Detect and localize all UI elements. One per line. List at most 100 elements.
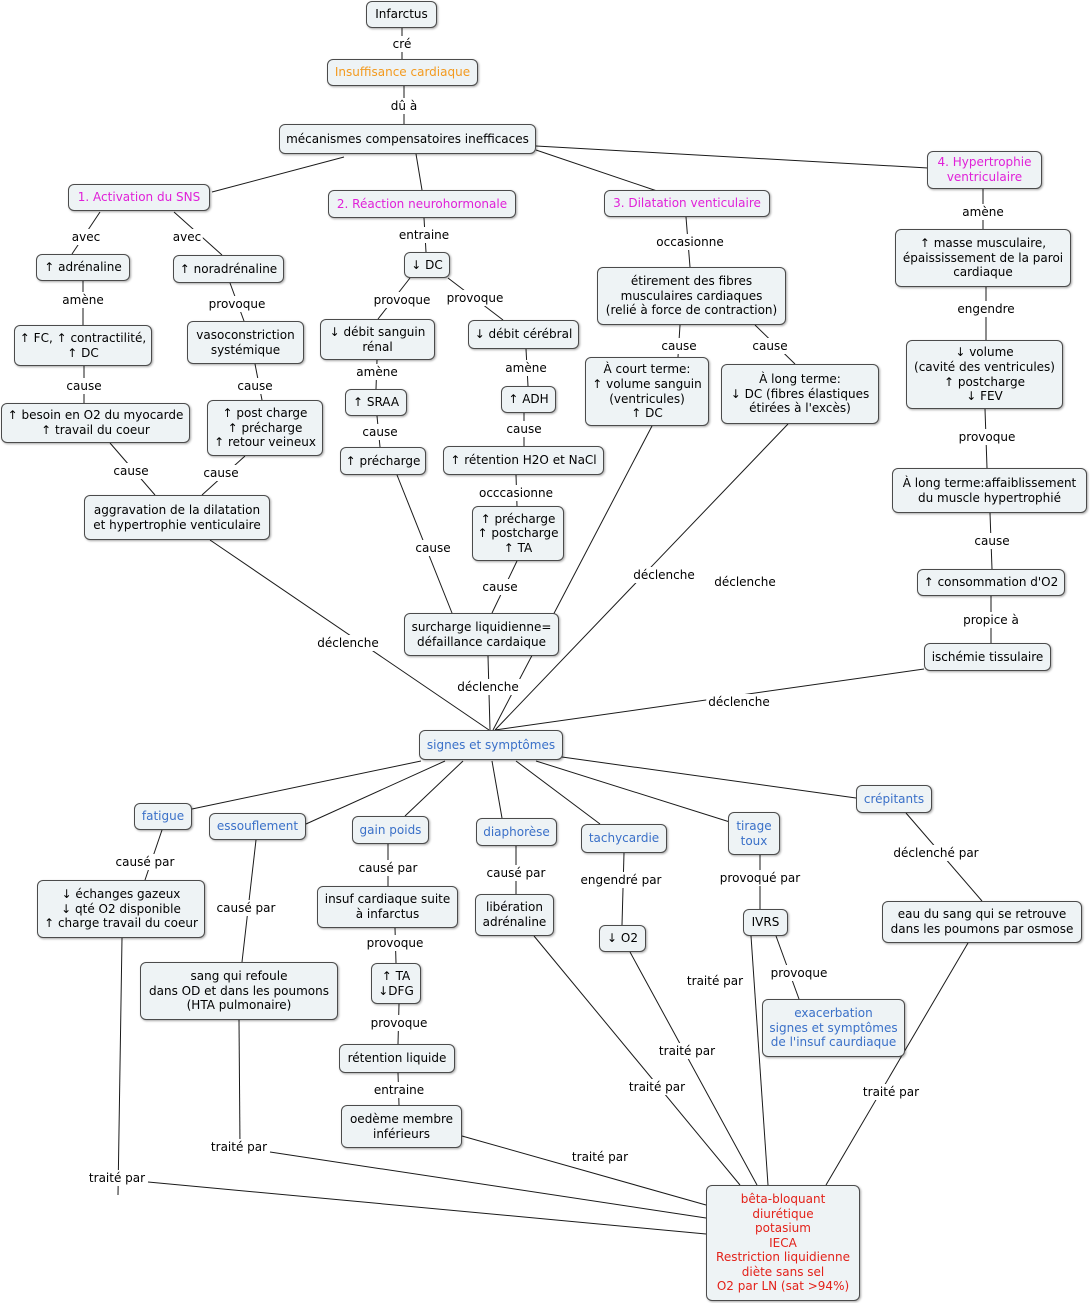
- link-label-provoque-4: provoque: [956, 429, 1018, 445]
- node-sraa[interactable]: ↑ SRAA: [345, 389, 407, 416]
- link-label-engendre: engendre: [955, 301, 1017, 317]
- node-fc-contractilite[interactable]: ↑ FC, ↑ contractilité, ↑ DC: [14, 325, 152, 366]
- link-label-propice: propice à: [961, 612, 1021, 628]
- node-reaction-neurohormonale[interactable]: 2. Réaction neurohormonale: [328, 190, 516, 218]
- node-ischemie[interactable]: ischémie tissulaire: [924, 643, 1051, 671]
- link-label-provoque-1: provoque: [206, 296, 268, 312]
- link-label-provoque-6: provoque: [368, 1015, 430, 1031]
- link-label-traite-2: traité par: [208, 1139, 270, 1155]
- node-noradrenaline[interactable]: ↑ noradrénaline: [173, 255, 284, 283]
- connector-line: [561, 756, 857, 799]
- connector-line: [269, 1151, 707, 1219]
- node-precharge[interactable]: ↑ précharge: [340, 447, 426, 475]
- link-label-amene-2: amène: [354, 364, 400, 380]
- connector-line: [415, 153, 423, 191]
- node-crepitants[interactable]: crépitants: [856, 785, 932, 813]
- node-diaphorese[interactable]: diaphorèse: [476, 818, 557, 846]
- connector-line: [404, 760, 464, 817]
- link-label-traite-4: traité par: [626, 1079, 688, 1095]
- node-precharge-postcharge-ta[interactable]: ↑ précharge ↑ postcharge ↑ TA: [472, 506, 564, 561]
- connector-line: [533, 935, 741, 1186]
- connector-line: [238, 1019, 241, 1148]
- link-label-declenche-4: déclenche: [712, 574, 778, 590]
- connector-line: [825, 942, 969, 1186]
- node-fatigue[interactable]: fatigue: [134, 803, 192, 830]
- node-ta-dfg[interactable]: ↑ TA ↓DFG: [371, 963, 421, 1004]
- node-oedeme[interactable]: oedème membre inférieurs: [341, 1105, 462, 1148]
- link-label-traite-6: traité par: [684, 973, 746, 989]
- link-label-declenche-1: déclenche: [315, 635, 381, 651]
- node-echanges-gazeux[interactable]: ↓ échanges gazeux ↓ qté O2 disponible ↑ …: [37, 880, 205, 938]
- link-label-amene-3: amène: [503, 360, 549, 376]
- node-insuf-infarctus[interactable]: insuf cardiaque suite à infarctus: [317, 886, 458, 928]
- link-label-du-a: dû à: [388, 98, 420, 114]
- connector-line: [750, 935, 769, 1186]
- node-gain-poids[interactable]: gain poids: [352, 816, 429, 844]
- node-vasoconstriction[interactable]: vasoconstriction systémique: [187, 321, 304, 364]
- node-adrenaline[interactable]: ↑ adrénaline: [36, 254, 130, 281]
- node-retention-liquide[interactable]: rétention liquide: [339, 1044, 455, 1073]
- link-label-engendre-par: engendré par: [578, 872, 664, 888]
- node-court-terme[interactable]: À court terme: ↑ volume sanguin (ventric…: [585, 357, 709, 426]
- link-label-cause-9: cause: [659, 338, 699, 354]
- connector-line: [491, 760, 503, 819]
- link-label-cause-par-4: causé par: [484, 865, 548, 881]
- node-consommation-o2[interactable]: ↑ consommation d'O2: [917, 569, 1065, 596]
- node-liberation-adrenaline[interactable]: libération adrénaline: [475, 894, 554, 936]
- node-post-charge[interactable]: ↑ post charge ↑ précharge ↑ retour veine…: [207, 400, 323, 456]
- node-dc-down[interactable]: ↓ DC: [404, 252, 450, 278]
- node-tirage-toux[interactable]: tirage toux: [728, 812, 780, 855]
- node-debit-cerebral[interactable]: ↓ débit cérébral: [468, 320, 579, 349]
- node-o2-down[interactable]: ↓ O2: [599, 925, 646, 952]
- link-label-cause-par-1: causé par: [113, 854, 177, 870]
- node-sang-refoule[interactable]: sang qui refoule dans OD et dans les pou…: [140, 962, 338, 1020]
- node-eau-sang[interactable]: eau du sang qui se retrouve dans les pou…: [882, 901, 1082, 943]
- node-masse-musculaire[interactable]: ↑ masse musculaire, épaississement de la…: [895, 229, 1071, 287]
- link-label-traite-3: traité par: [569, 1149, 631, 1165]
- node-mecanismes-compensatoires[interactable]: mécanismes compensatoires inefficaces: [279, 124, 536, 154]
- link-label-provoque-2: provoque: [371, 292, 433, 308]
- node-hypertrophie-ventriculaire[interactable]: 4. Hypertrophie ventriculaire: [927, 151, 1042, 189]
- node-retention-h2o[interactable]: ↑ rétention H2O et NaCl: [443, 446, 604, 475]
- link-label-amene-4: amène: [960, 204, 1006, 220]
- connector-line: [191, 760, 422, 810]
- link-label-traite-5: traité par: [656, 1043, 718, 1059]
- node-affaiblissement[interactable]: À long terme:affaiblissement du muscle h…: [892, 468, 1087, 513]
- link-label-cause-par-2: causé par: [214, 900, 278, 916]
- node-ivrs[interactable]: IVRS: [743, 909, 788, 936]
- node-long-terme[interactable]: À long terme: ↓ DC (fibres élastiques ét…: [721, 364, 879, 424]
- node-essouflement[interactable]: essouflement: [209, 813, 306, 840]
- node-tachycardie[interactable]: tachycardie: [581, 824, 667, 853]
- link-label-avec-1: avec: [69, 229, 103, 245]
- link-label-cause-2: cause: [235, 378, 275, 394]
- link-label-cause-10: cause: [750, 338, 790, 354]
- node-dilatation-venticulaire[interactable]: 3. Dilatation venticulaire: [604, 190, 770, 217]
- link-label-declenche-5: déclenche: [706, 694, 772, 710]
- node-etirement-fibres[interactable]: étirement des fibres musculaires cardiaq…: [597, 267, 786, 325]
- link-label-cause-7: cause: [413, 540, 453, 556]
- node-debit-renal[interactable]: ↓ débit sanguin rénal: [320, 319, 435, 360]
- link-label-amene-1: amène: [60, 292, 106, 308]
- node-traitement[interactable]: bêta-bloquant diurétique potasium IECA R…: [706, 1185, 860, 1301]
- link-label-avec-2: avec: [170, 229, 204, 245]
- link-label-occasionne: occasionne: [654, 234, 726, 250]
- link-label-provoque-5: provoque: [364, 935, 426, 951]
- connector-line: [535, 760, 734, 824]
- node-adh[interactable]: ↑ ADH: [501, 386, 556, 413]
- link-label-entraine-2: entraine: [371, 1082, 427, 1098]
- connector-line: [535, 145, 929, 169]
- node-volume-fev[interactable]: ↓ volume (cavité des ventricules) ↑ post…: [906, 340, 1063, 409]
- link-label-cause-11: cause: [972, 533, 1012, 549]
- connector-line: [117, 937, 123, 1196]
- node-insuffisance-cardiaque[interactable]: Insuffisance cardiaque: [327, 59, 478, 86]
- node-activation-sns[interactable]: 1. Activation du SNS: [68, 184, 210, 211]
- link-label-entraine-1: entraine: [396, 227, 452, 243]
- link-label-cause-1: cause: [64, 378, 104, 394]
- node-signes-symptomes[interactable]: signes et symptômes: [419, 730, 563, 760]
- node-infarctus[interactable]: Infarctus: [366, 1, 437, 28]
- node-surcharge-liquidienne[interactable]: surcharge liquidienne= défaillance carda…: [404, 613, 559, 656]
- node-exacerbation[interactable]: exacerbation signes et symptômes de l'in…: [762, 999, 905, 1057]
- node-aggravation[interactable]: aggravation de la dilatation et hypertro…: [84, 495, 270, 540]
- node-besoin-o2[interactable]: ↑ besoin en O2 du myocarde ↑ travail du …: [1, 403, 190, 443]
- link-label-cause-4: cause: [201, 465, 241, 481]
